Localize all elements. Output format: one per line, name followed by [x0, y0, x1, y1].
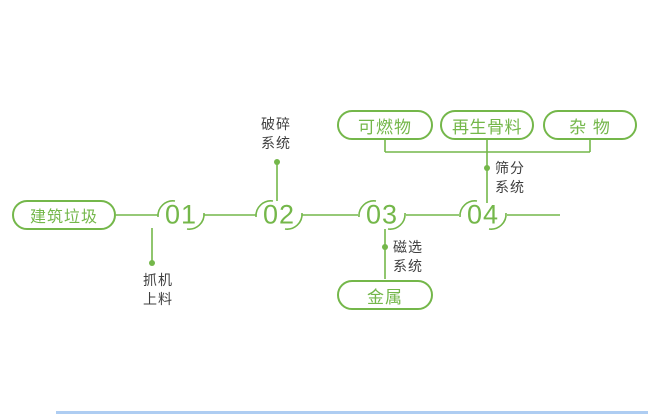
step2-label-line1: 破碎 [261, 116, 291, 132]
step2-label-line2: 系统 [261, 135, 291, 151]
step3-junction-dot [382, 244, 388, 250]
step3-arcs [358, 200, 406, 230]
output-pill-misc: 杂 物 [543, 110, 637, 140]
output-pill-aggregate: 再生骨料 [440, 110, 534, 140]
step2-junction-dot [274, 159, 280, 165]
step4-junction-dot [484, 165, 490, 171]
step4-label: 筛分 系统 [495, 159, 525, 197]
source-pill: 建筑垃圾 [12, 200, 116, 230]
step3-label-line2: 系统 [393, 258, 423, 274]
output-pill-metal-label: 金属 [367, 287, 403, 307]
output-pill-misc-label: 杂 物 [569, 117, 611, 137]
step4-label-line2: 系统 [495, 179, 525, 195]
step1-junction-dot [149, 260, 155, 266]
output-pill-combustible: 可燃物 [337, 110, 433, 140]
step1-label-line1: 抓机 [143, 272, 173, 288]
step-number-02: 02 [262, 199, 296, 230]
step4-arcs [459, 200, 507, 230]
step4-label-line1: 筛分 [495, 160, 525, 176]
step2-label: 破碎 系统 [261, 115, 291, 153]
step-number-04: 04 [466, 199, 500, 230]
bottom-page-edge [56, 411, 648, 414]
step1-arcs [157, 200, 205, 230]
output-pill-aggregate-label: 再生骨料 [452, 117, 522, 137]
step-number-01: 01 [164, 199, 198, 230]
step2-arcs [255, 200, 303, 230]
step3-label-line1: 磁选 [393, 239, 423, 255]
step-number-03: 03 [365, 199, 399, 230]
source-pill-label: 建筑垃圾 [29, 209, 98, 226]
output-pill-combustible-label: 可燃物 [358, 117, 412, 137]
output-pill-metal: 金属 [337, 280, 433, 310]
step1-label: 抓机 上料 [143, 271, 173, 309]
step3-label: 磁选 系统 [393, 238, 423, 276]
step1-label-line2: 上料 [143, 291, 173, 307]
